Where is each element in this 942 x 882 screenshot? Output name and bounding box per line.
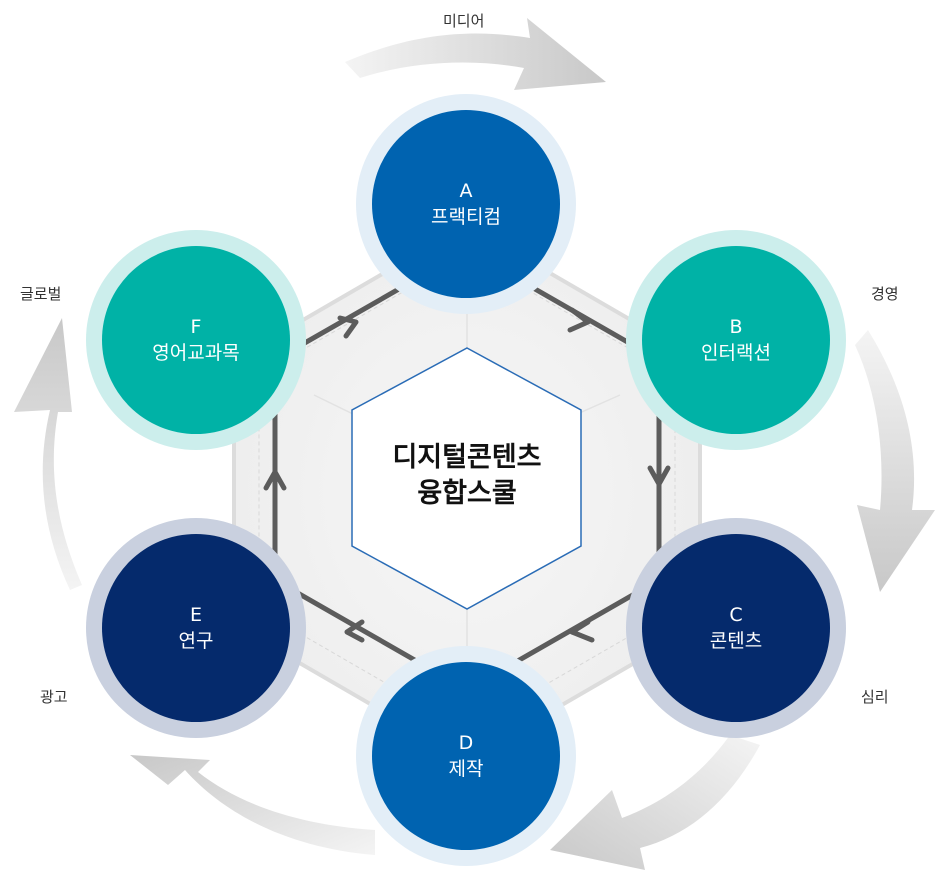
node-b-letter: B xyxy=(729,316,743,338)
node-e-letter: E xyxy=(189,604,202,626)
node-d-letter: D xyxy=(458,732,474,754)
center-title: 디지털콘텐츠 융합스쿨 xyxy=(352,440,582,512)
node-c[interactable]: C 콘텐츠 xyxy=(626,518,846,738)
flow-chevrons xyxy=(263,307,671,643)
center-title-line1: 디지털콘텐츠 xyxy=(392,442,542,473)
outer-arrow-global-icon xyxy=(14,318,82,590)
node-f[interactable]: F 영어교과목 xyxy=(86,230,306,450)
outer-label-advertising: 광고 xyxy=(40,688,68,706)
node-f-name: 영어교과목 xyxy=(152,342,240,364)
outer-arrow-advertising-icon xyxy=(130,755,375,855)
center-hexagon xyxy=(351,347,582,610)
outer-label-global: 글로벌 xyxy=(20,285,62,303)
node-a-name: 프랙티컴 xyxy=(431,206,501,228)
node-c-name: 콘텐츠 xyxy=(709,630,763,652)
node-b-circle: B 인터랙션 xyxy=(642,246,830,434)
outer-arrow-psychology-icon xyxy=(550,735,760,870)
node-a-circle: A 프랙티컴 xyxy=(372,110,560,298)
outer-arrow-management-icon xyxy=(855,330,935,592)
node-b[interactable]: B 인터랙션 xyxy=(626,230,846,450)
node-a[interactable]: A 프랙티컴 xyxy=(356,94,576,314)
node-d-circle: D 제작 xyxy=(372,662,560,850)
node-e-circle: E 연구 xyxy=(102,534,290,722)
center-title-line2: 융합스쿨 xyxy=(417,478,517,509)
node-f-circle: F 영어교과목 xyxy=(102,246,290,434)
outer-label-management: 경영 xyxy=(871,285,899,303)
node-d-name: 제작 xyxy=(448,758,484,780)
outer-label-media: 미디어 xyxy=(443,12,485,30)
node-e[interactable]: E 연구 xyxy=(86,518,306,738)
node-d[interactable]: D 제작 xyxy=(356,646,576,866)
outer-arrow-media-icon xyxy=(345,18,606,90)
node-e-name: 연구 xyxy=(178,630,214,652)
node-b-name: 인터랙션 xyxy=(701,342,771,364)
node-f-letter: F xyxy=(190,316,202,338)
node-c-letter: C xyxy=(729,604,743,626)
node-a-letter: A xyxy=(459,180,473,202)
node-c-circle: C 콘텐츠 xyxy=(642,534,830,722)
outer-label-psychology: 심리 xyxy=(861,688,889,706)
